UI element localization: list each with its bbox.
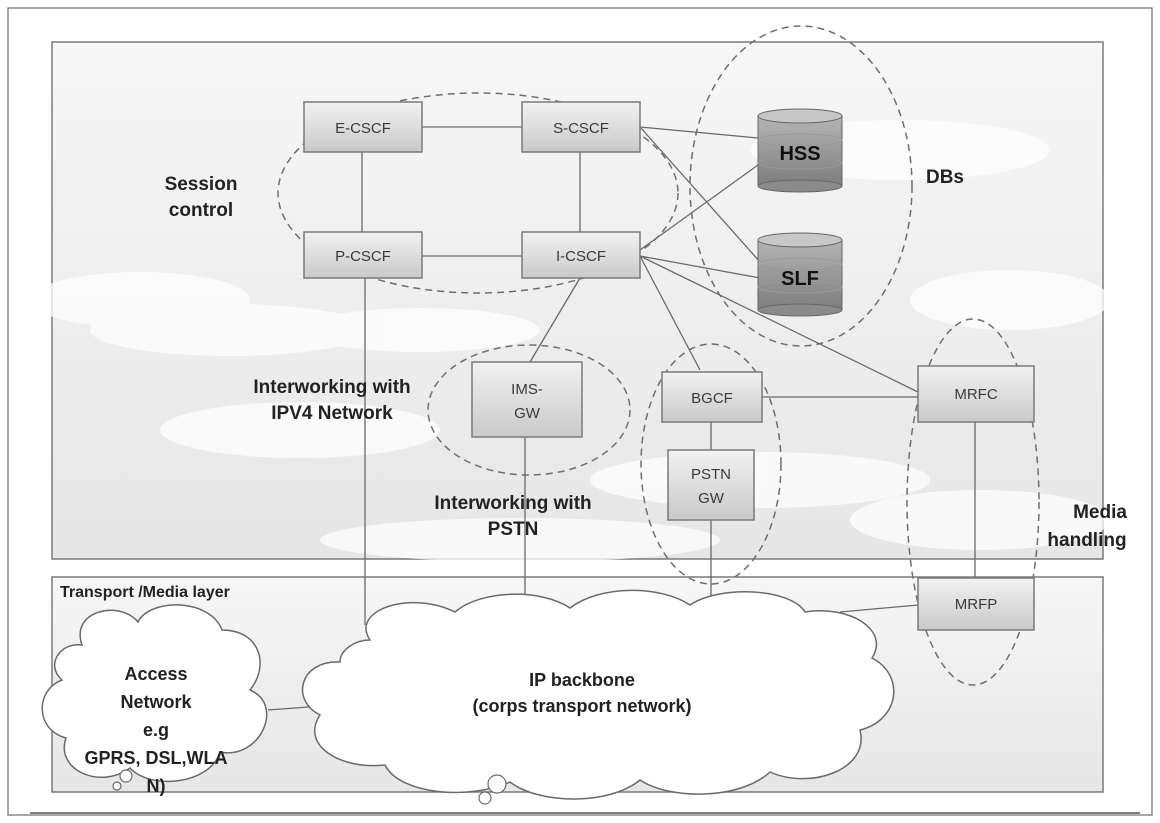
session-control-label-line2: control [169,200,233,221]
media-handling-group [906,318,1040,686]
ipv4-interworking-group [427,344,631,476]
access-network-cloud [41,604,268,783]
slf-database-icon: SLF [757,232,843,317]
session-control-group [277,92,679,294]
access-network-label-line4: GPRS, DSL,WLA [85,748,228,768]
bgcf-label: BGCF [691,390,733,407]
hss-label: HSS [779,143,820,165]
thought-bubbles [112,769,507,805]
mrfp-node: MRFP [917,577,1035,631]
mrfc-node: MRFC [917,365,1035,423]
pcscf-label: P-CSCF [335,248,391,265]
access-network-label-line2: Network [120,692,192,712]
ip-backbone-label-line2: (corps transport network) [472,696,691,716]
dbs-group [689,25,913,347]
imsgw-label-line1: IMS- [511,381,543,398]
pcscf-node: P-CSCF [303,231,423,279]
mrfp-label: MRFP [955,596,998,613]
imsgw-label-line2: GW [514,405,541,422]
dbs-label: DBs [926,167,964,188]
grouping-ellipses [277,25,1040,686]
ip-backbone-cloud [301,589,895,800]
ecscf-node: E-CSCF [303,101,423,153]
ipv4-interworking-label-line1: Interworking with [253,377,410,398]
pstn-interworking-label-line1: Interworking with [434,493,591,514]
access-network-label-line3: e.g [143,720,169,740]
pstngw-label-line2: GW [698,490,725,507]
pstn-interworking-label-line2: PSTN [488,519,539,540]
hss-database-icon: HSS [757,108,843,193]
slf-label: SLF [781,268,819,290]
ecscf-label: E-CSCF [335,120,391,137]
bgcf-node: BGCF [661,371,763,423]
media-handling-label-line1: Media [1073,502,1127,523]
pstngw-label-line1: PSTN [691,466,731,483]
pstngw-node: PSTN GW [667,449,755,521]
ip-backbone-label-line1: IP backbone [529,670,635,690]
access-network-label-line1: Access [124,664,187,684]
scscf-node: S-CSCF [521,101,641,153]
transport-layer-label: Transport /Media layer [60,584,230,601]
background-clouds [30,120,1110,562]
access-network-label-line5: N) [147,776,166,796]
ipv4-interworking-label-line2: IPV4 Network [271,403,393,424]
scscf-label: S-CSCF [553,120,609,137]
session-control-label-line1: Session [165,174,238,195]
media-handling-label-line2: handling [1047,530,1126,551]
pstn-interworking-group [640,343,782,585]
icscf-node: I-CSCF [521,231,641,279]
imsgw-node: IMS- GW [471,361,583,438]
icscf-label: I-CSCF [556,248,606,265]
mrfc-label: MRFC [954,386,997,403]
